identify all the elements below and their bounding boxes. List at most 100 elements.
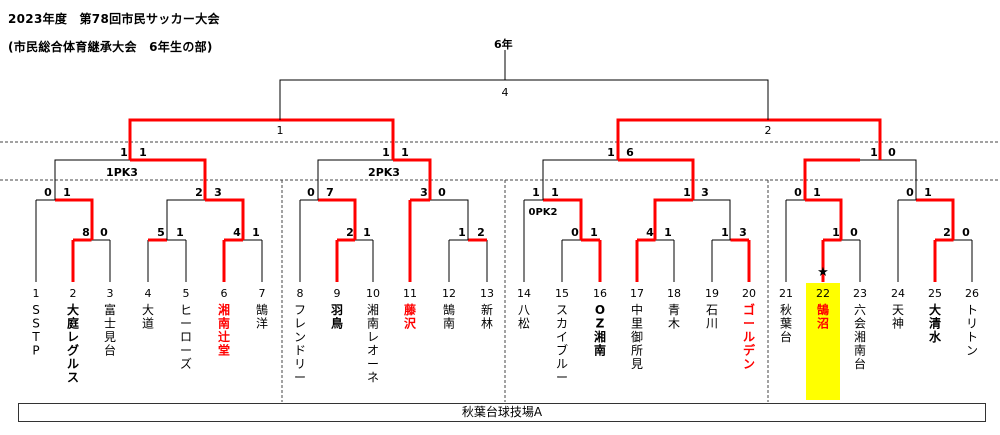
score: 0 <box>571 226 579 239</box>
score: 1 <box>924 186 932 199</box>
team-number: 19 <box>705 287 719 300</box>
team-name-char: S <box>32 303 40 317</box>
team-name-char: 鵠 <box>256 303 268 317</box>
score: 1 <box>551 186 559 199</box>
score: 5 <box>157 226 165 239</box>
score: 1 <box>363 226 371 239</box>
team-name-char: 新 <box>481 302 493 317</box>
team-name-char: 南 <box>594 343 606 358</box>
team-name-char: ン <box>966 344 978 358</box>
team-number: 5 <box>183 287 190 300</box>
team-name-char: ン <box>294 330 306 344</box>
score: 0 <box>888 146 896 159</box>
team-name-char: 富 <box>104 302 116 317</box>
team-name-char: 藤 <box>403 302 417 317</box>
team-name-char: 南 <box>854 343 866 358</box>
score: 0 <box>794 186 802 199</box>
team-name-char: 鵠 <box>817 302 829 317</box>
pk-note: 2PK3 <box>368 166 400 179</box>
team-name-char: P <box>32 344 39 358</box>
team-name-char: ー <box>294 371 306 385</box>
score: 1 <box>252 226 260 239</box>
grade-label: 6年 <box>494 38 513 51</box>
team-name-char: 沢 <box>404 316 417 331</box>
team-number: 12 <box>442 287 456 300</box>
team-name-char: ー <box>556 371 568 385</box>
score: 1 <box>590 226 598 239</box>
score: 0 <box>438 186 446 199</box>
match-bracket <box>166 199 205 240</box>
team-name-char: 川 <box>706 317 718 331</box>
score: 0 <box>100 226 108 239</box>
score: 4 <box>233 226 241 239</box>
team-name-char: オ <box>367 344 379 358</box>
score: 1 <box>607 146 615 159</box>
team-name-char: T <box>31 330 40 344</box>
score: 2 <box>477 226 485 239</box>
venue-label: 秋葉台球技場A <box>18 403 986 422</box>
team-number: 4 <box>145 287 152 300</box>
team-name-char: 葉 <box>780 317 792 331</box>
team-number: 3 <box>107 287 114 300</box>
match-bracket <box>54 159 130 200</box>
score: 2 <box>195 186 203 199</box>
team-number: 17 <box>630 287 644 300</box>
team-number: 2 <box>70 287 77 300</box>
team-name-char: 南 <box>367 316 379 331</box>
score: 1 <box>813 186 821 199</box>
team-name-char: 会 <box>854 317 866 331</box>
team-name-char: ー <box>180 344 192 358</box>
score: 1 <box>401 146 409 159</box>
score: 1 <box>120 146 128 159</box>
team-name-char: 堂 <box>218 343 230 358</box>
team-name-char: ス <box>556 303 568 317</box>
team-number: 24 <box>891 287 905 300</box>
team-name-char: 南 <box>218 316 230 331</box>
team-name-char: 台 <box>854 356 866 371</box>
team-name-char: 水 <box>929 329 942 344</box>
team-name-char: レ <box>294 317 306 331</box>
team-number: 9 <box>334 287 341 300</box>
match-number: 4 <box>502 86 509 99</box>
match-bracket <box>430 199 469 240</box>
team-name-char: ー <box>743 317 755 331</box>
team-name-char: ト <box>966 330 978 344</box>
match-bracket <box>542 159 618 200</box>
team-name-char: 大 <box>142 303 154 317</box>
match-bracket <box>916 198 955 240</box>
final-bracket <box>279 79 505 120</box>
team-name-char: 庭 <box>67 316 79 331</box>
team-name-char: ロ <box>180 330 192 344</box>
team-number: 25 <box>928 287 942 300</box>
match-bracket <box>616 118 768 160</box>
team-name-char: 清 <box>929 316 941 331</box>
team-name-char: ル <box>743 330 755 344</box>
pk-note: 0PK2 <box>529 207 558 218</box>
team-number: 13 <box>480 287 494 300</box>
final-bracket <box>505 79 769 120</box>
team-number: 26 <box>965 287 979 300</box>
team-name-char: リ <box>294 357 306 371</box>
match-number: 1 <box>277 124 284 137</box>
team-name-char: 秋 <box>780 303 792 317</box>
team-name-char: ー <box>367 357 379 371</box>
score: 1 <box>721 226 729 239</box>
score: 3 <box>701 186 709 199</box>
team-name-char: 鳥 <box>331 316 343 331</box>
team-name-char: 松 <box>518 317 530 331</box>
team-name-char: 士 <box>104 317 116 331</box>
team-number: 6 <box>221 287 228 300</box>
team-name-char: ブ <box>556 343 568 358</box>
team-number: 20 <box>742 287 756 300</box>
match-bracket <box>130 158 207 200</box>
team-name-char: カ <box>556 317 568 331</box>
team-name-char: ゴ <box>743 302 755 317</box>
team-name-char: ン <box>743 357 755 371</box>
team-name-char: レ <box>367 330 379 344</box>
score: 2 <box>346 226 354 239</box>
score: 8 <box>82 226 90 239</box>
score: 1 <box>664 226 672 239</box>
team-name-char: 里 <box>631 317 643 331</box>
team-name-char: 御 <box>631 329 643 344</box>
